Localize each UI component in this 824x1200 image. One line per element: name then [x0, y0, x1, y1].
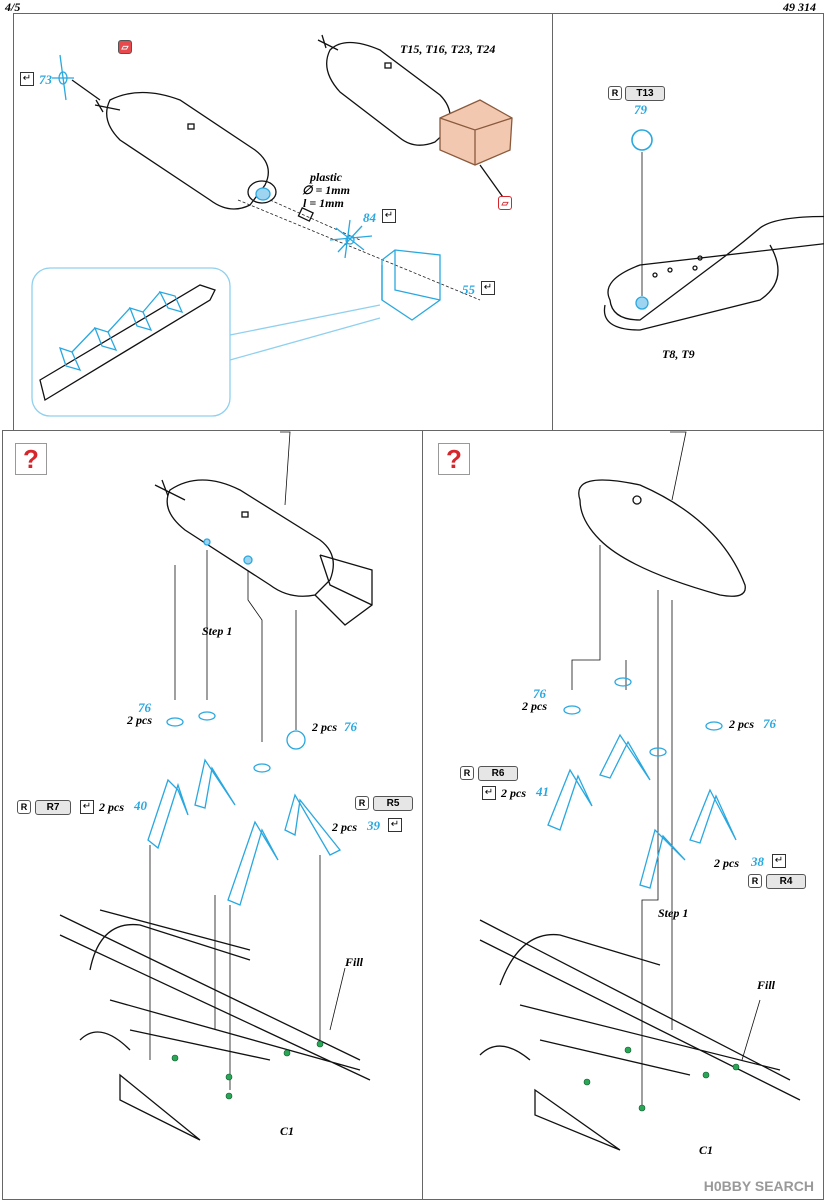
part-76-number: 76	[138, 700, 151, 715]
part-39-number: 39	[367, 818, 380, 833]
drop-tank-edge	[603, 244, 779, 331]
part-76-number: 76	[763, 716, 776, 731]
part-84-number: 84	[363, 210, 376, 225]
plastic-rod	[297, 206, 314, 222]
etched-part-icon: ▱	[118, 40, 132, 54]
variant-label: T8, T9	[662, 347, 695, 361]
version-tag-r6: R6	[478, 766, 518, 781]
fill-label: Fill	[757, 978, 776, 992]
version-tag-r7: R7	[35, 800, 71, 815]
drop-tank	[607, 215, 824, 321]
quantity-label: 2 pcs	[714, 856, 739, 870]
sway-brace-parts	[147, 711, 342, 906]
zoom-callout	[31, 267, 231, 417]
propeller-84	[329, 219, 373, 259]
part-79-number: 79	[634, 102, 647, 117]
part-38-number: 38	[751, 854, 764, 869]
part-40-number: 40	[134, 798, 147, 813]
fill-label: Fill	[345, 955, 364, 969]
plastic-label: plastic	[310, 170, 342, 184]
bend-icon: ↵	[772, 854, 786, 868]
page-number: 4/5	[5, 0, 21, 14]
sway-brace-parts-tank	[547, 677, 737, 889]
drop-tank-rack	[578, 479, 746, 597]
quantity-label: 2 pcs	[312, 720, 337, 734]
part-41-number: 41	[536, 784, 549, 799]
bend-icon: ↵	[482, 786, 496, 800]
diameter-label: ∅ = 1mm	[302, 183, 350, 197]
c1-label: C1	[280, 1124, 295, 1138]
bend-icon: ↵	[20, 72, 34, 86]
mount-point	[635, 296, 649, 310]
version-tag-t13: T13	[625, 86, 665, 101]
part-76-number: 76	[344, 719, 357, 734]
guide-arrow	[71, 79, 101, 101]
set-code: 49 314	[783, 0, 816, 14]
step-label: Step 1	[202, 624, 233, 638]
part-55-number: 55	[462, 282, 475, 297]
quantity-label: 2 pcs	[332, 820, 357, 834]
resin-r-icon: R	[460, 766, 474, 780]
quantity-label: 2 pcs	[522, 699, 547, 713]
guide-line	[237, 199, 481, 301]
bomb-hole-mark	[255, 187, 271, 201]
quantity-label: 2 pcs	[501, 786, 526, 800]
part-79	[631, 129, 653, 151]
wing-fuselage-tank	[479, 919, 801, 1151]
question-icon: ?	[438, 443, 470, 475]
variant-label: T15, T16, T23, T24	[400, 42, 496, 56]
fin-assembly-55	[381, 249, 441, 321]
length-label: l = 1mm	[303, 196, 344, 210]
zoom-lines	[229, 304, 381, 361]
resin-r-icon: R	[608, 86, 622, 100]
guide-arrow	[479, 164, 506, 201]
quantity-label: 2 pcs	[99, 800, 124, 814]
bend-icon: ↵	[80, 800, 94, 814]
version-tag-r4: R4	[766, 874, 806, 889]
resin-r-icon: R	[748, 874, 762, 888]
resin-r-icon: R	[17, 800, 31, 814]
bend-icon: ↵	[388, 818, 402, 832]
bomb-drawing-rack	[154, 479, 373, 626]
bend-icon: ↵	[481, 281, 495, 295]
zoom-fins	[58, 291, 184, 372]
wing-fuselage	[59, 909, 371, 1141]
part-76-number: 76	[533, 686, 546, 701]
bomb-drawing	[94, 91, 277, 210]
c1-label: C1	[699, 1143, 714, 1157]
version-tag-r5: R5	[373, 796, 413, 811]
resin-part-icon: ▱	[498, 196, 512, 210]
zoom-surface	[39, 284, 216, 402]
part-73-number: 73	[39, 72, 52, 87]
propeller-73	[52, 54, 74, 101]
question-icon: ?	[15, 443, 47, 475]
resin-fins	[439, 99, 513, 166]
step-label: Step 1	[658, 906, 689, 920]
quantity-label: 2 pcs	[729, 717, 754, 731]
bend-icon: ↵	[382, 209, 396, 223]
quantity-label: 2 pcs	[127, 713, 152, 727]
watermark: H0BBY SEARCH	[703, 1178, 814, 1194]
resin-r-icon: R	[355, 796, 369, 810]
